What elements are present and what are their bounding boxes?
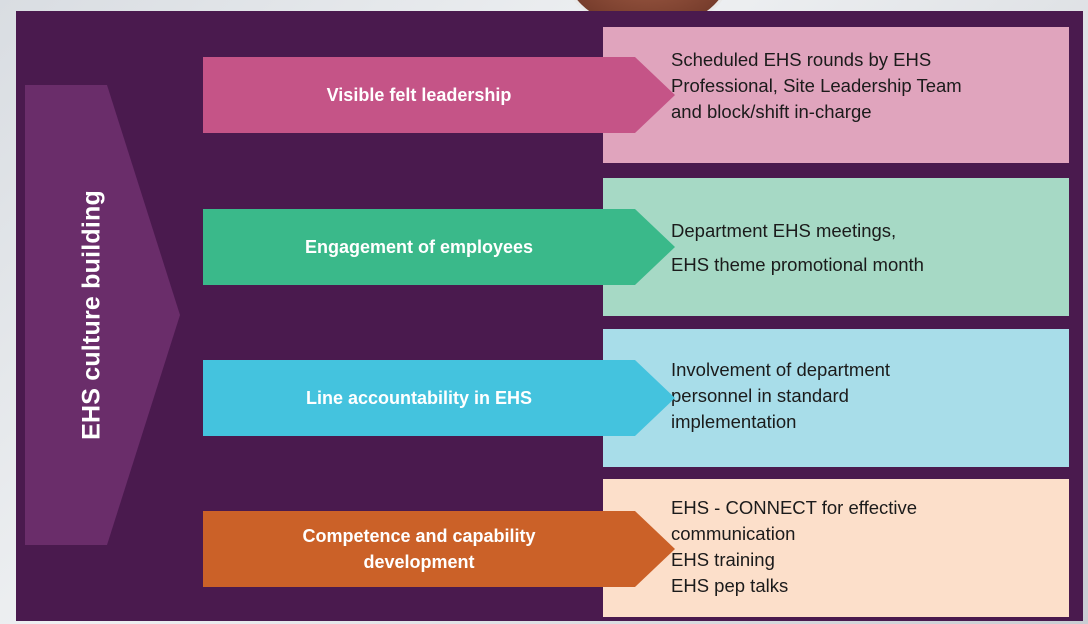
row-2-detail-line: EHS theme promotional month xyxy=(671,254,924,275)
row-3-detail-box: Involvement of department personnel in s… xyxy=(603,329,1069,467)
row-1-label: Visible felt leadership xyxy=(326,85,512,105)
row-1-detail-line: Scheduled EHS rounds by EHS xyxy=(671,49,932,70)
row-4-detail-box: EHS - CONNECT for effective communicatio… xyxy=(603,479,1069,617)
row-3-detail-line: Involvement of department xyxy=(671,359,891,380)
row-1-detail-line: and block/shift in-charge xyxy=(671,101,872,122)
row-4-detail-line: EHS pep talks xyxy=(671,575,789,596)
culture-building-label: EHS culture building xyxy=(77,190,106,440)
row-3-detail-line: implementation xyxy=(671,411,797,432)
row-4-chevron: Competence and capability development xyxy=(203,511,675,587)
row-3-label: Line accountability in EHS xyxy=(305,388,533,408)
row-2-detail-box: Department EHS meetings, EHS theme promo… xyxy=(603,178,1069,316)
culture-chevron xyxy=(25,85,180,545)
row-4-detail-line: EHS training xyxy=(671,549,775,570)
row-2-chevron: Engagement of employees xyxy=(203,209,675,285)
row-4-detail-line: communication xyxy=(671,523,796,544)
row-2-label: Engagement of employees xyxy=(304,237,534,257)
row-3-chevron: Line accountability in EHS xyxy=(203,360,675,436)
row-4-detail-line: EHS - CONNECT for effective xyxy=(671,497,918,518)
row-4-label: Competence and capability development xyxy=(302,526,536,572)
row-3-detail-line: personnel in standard xyxy=(671,385,849,406)
row-1-detail-box: Scheduled EHS rounds by EHS Professional… xyxy=(603,27,1069,163)
row-2-detail-line: Department EHS meetings, xyxy=(671,220,897,241)
row-1-chevron: Visible felt leadership xyxy=(203,57,675,133)
row-1-detail-line: Professional, Site Leadership Team xyxy=(671,75,962,96)
